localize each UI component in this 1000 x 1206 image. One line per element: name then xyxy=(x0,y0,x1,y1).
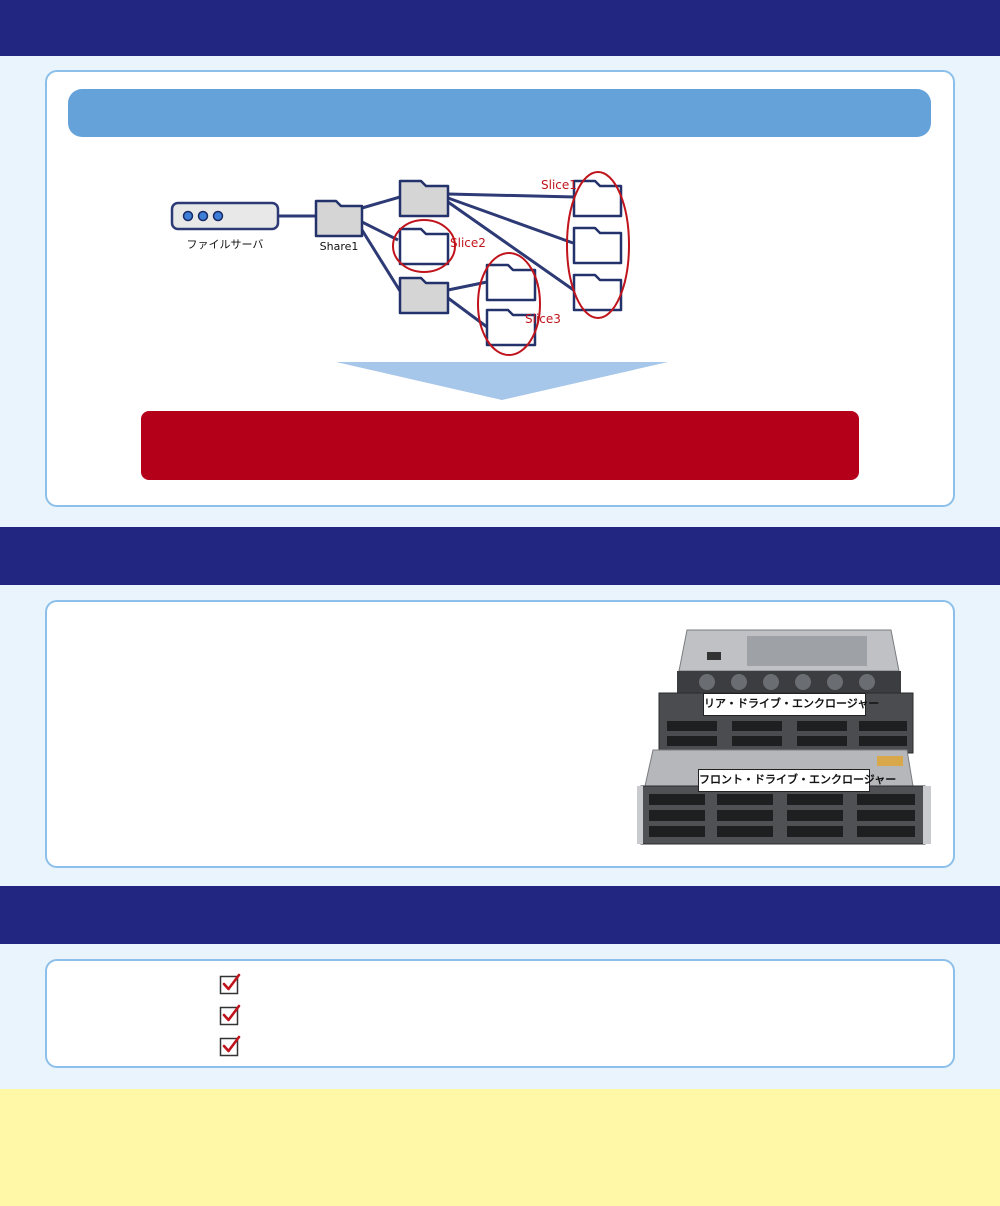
slice3-label: Slice3 xyxy=(525,312,561,326)
folder-icon xyxy=(400,278,448,313)
down-arrow-icon xyxy=(336,362,668,400)
footer-area xyxy=(0,1089,1000,1206)
front-enclosure-label: フロント・ドライブ・エンクロージャー xyxy=(698,769,870,792)
file-server-icon xyxy=(172,203,278,229)
file-server-label: ファイルサーバ xyxy=(187,238,264,251)
slice1-label: Slice1 xyxy=(541,178,577,192)
share-label: Share1 xyxy=(320,240,359,253)
slice2-label: Slice2 xyxy=(450,236,486,250)
section-header-3 xyxy=(0,886,1000,944)
section-header-2 xyxy=(0,527,1000,585)
storage-server-image xyxy=(637,626,937,848)
folder-icon xyxy=(400,229,448,264)
folder-icon xyxy=(574,228,621,263)
folder-icon xyxy=(574,181,621,216)
checklist-card xyxy=(45,959,955,1068)
conclusion-box xyxy=(141,411,859,480)
checkbox-checked-icon xyxy=(219,1035,241,1057)
share-folder-icon xyxy=(316,201,362,236)
checkbox-checked-icon xyxy=(219,1004,241,1026)
checkbox-checked-icon xyxy=(219,973,241,995)
share-slicing-diagram: ファイルサーバ Share1 Slice1 Slice2 Slice3 xyxy=(0,0,1000,420)
folder-icon xyxy=(400,181,448,216)
folder-icon xyxy=(487,265,535,300)
rear-enclosure-label: リア・ドライブ・エンクロージャー xyxy=(703,693,866,716)
